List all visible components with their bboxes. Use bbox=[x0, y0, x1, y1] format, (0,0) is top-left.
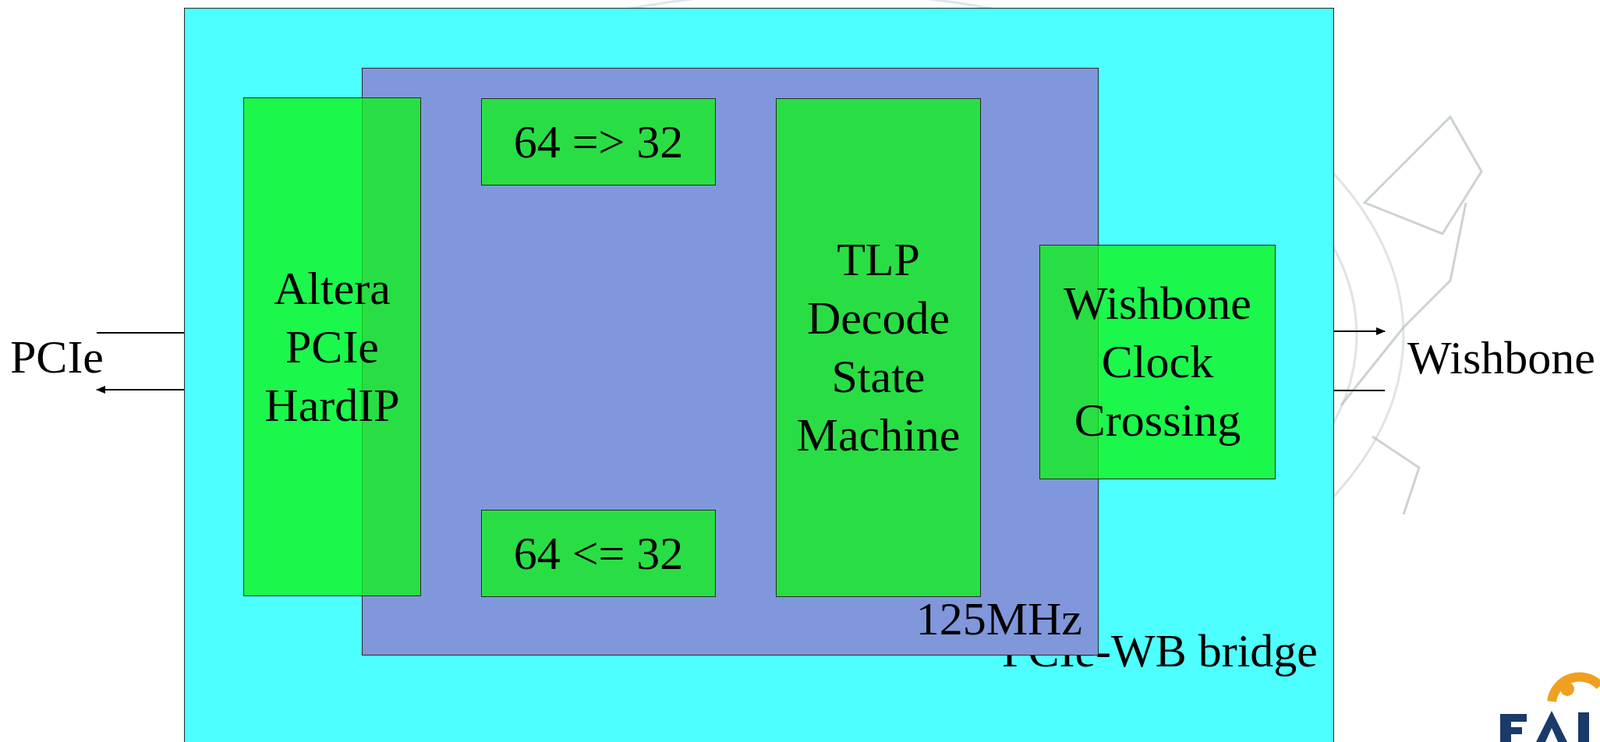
module-label: 64 <= 32 bbox=[487, 524, 710, 584]
module-label: TLP Decode State Machine bbox=[782, 230, 975, 465]
module-box: 64 <= 32 bbox=[481, 509, 716, 598]
beamline-sketch bbox=[1341, 116, 1482, 515]
module-label: 64 => 32 bbox=[487, 113, 710, 172]
region-box: PCIe-WB bridge125MHz64 => 3264 <= 32TLP … bbox=[184, 7, 1335, 742]
port-label: PCIe bbox=[10, 329, 104, 386]
module-box: Altera PCIe HardIP bbox=[243, 97, 422, 597]
module-label: Wishbone Clock Crossing bbox=[1045, 274, 1270, 450]
port-label: Wishbone bbox=[1407, 329, 1596, 386]
region-label: 125MHz bbox=[916, 590, 1083, 649]
module-box: TLP Decode State Machine bbox=[775, 98, 981, 598]
module-label: Altera PCIe HardIP bbox=[249, 259, 415, 436]
module-box: Wishbone Clock Crossing bbox=[1039, 244, 1276, 480]
region-box: 125MHz 64 => 32 64 <= 32 TLP Decode State M… bbox=[361, 67, 1099, 656]
fair-logo bbox=[1500, 677, 1600, 742]
module-box: 64 => 32 bbox=[481, 98, 716, 186]
